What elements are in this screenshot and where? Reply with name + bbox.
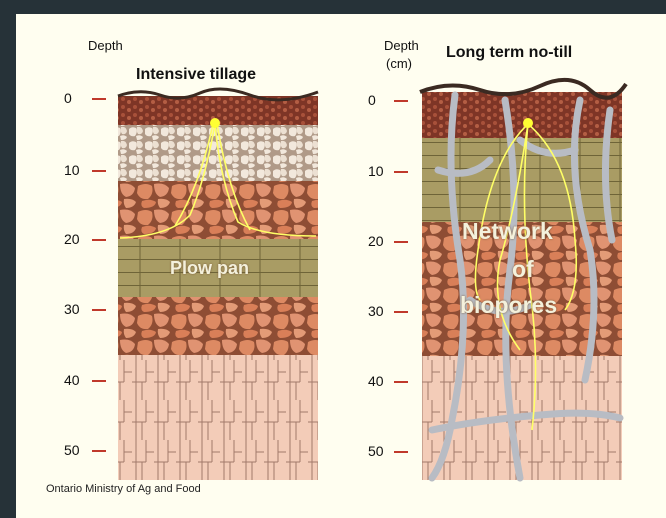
biopores-label-line-3: biopores bbox=[460, 292, 557, 319]
right-tick-20: 20 bbox=[368, 233, 384, 249]
left-soil-column bbox=[118, 89, 318, 480]
left-clod-layer bbox=[118, 181, 318, 239]
left-tick-marks bbox=[92, 99, 106, 451]
right-depth-label: Depth bbox=[384, 38, 419, 53]
left-tick-40: 40 bbox=[64, 372, 80, 388]
right-tick-0: 0 bbox=[368, 92, 376, 108]
left-depth-label: Depth bbox=[88, 38, 123, 53]
left-tick-30: 30 bbox=[64, 301, 80, 317]
left-tick-10: 10 bbox=[64, 162, 80, 178]
right-tick-marks bbox=[394, 101, 408, 452]
left-tick-20: 20 bbox=[64, 231, 80, 247]
right-tick-40: 40 bbox=[368, 373, 384, 389]
biopores-label-line-2: of bbox=[512, 256, 534, 283]
left-subsoil-layer bbox=[118, 355, 318, 480]
right-tick-50: 50 bbox=[368, 443, 384, 459]
plow-pan-label: Plow pan bbox=[170, 258, 249, 279]
right-profile-title: Long term no-till bbox=[446, 44, 572, 62]
source-credit: Ontario Ministry of Ag and Food bbox=[46, 483, 201, 495]
left-tick-50: 50 bbox=[64, 442, 80, 458]
right-unit-label: (cm) bbox=[386, 56, 412, 71]
biopores-label-line-1: Network bbox=[462, 218, 553, 245]
left-tick-0: 0 bbox=[64, 90, 72, 106]
right-tick-30: 30 bbox=[368, 303, 384, 319]
left-lower-clod-layer bbox=[118, 297, 318, 355]
right-tick-10: 10 bbox=[368, 163, 384, 179]
left-profile-title: Intensive tillage bbox=[136, 66, 256, 84]
